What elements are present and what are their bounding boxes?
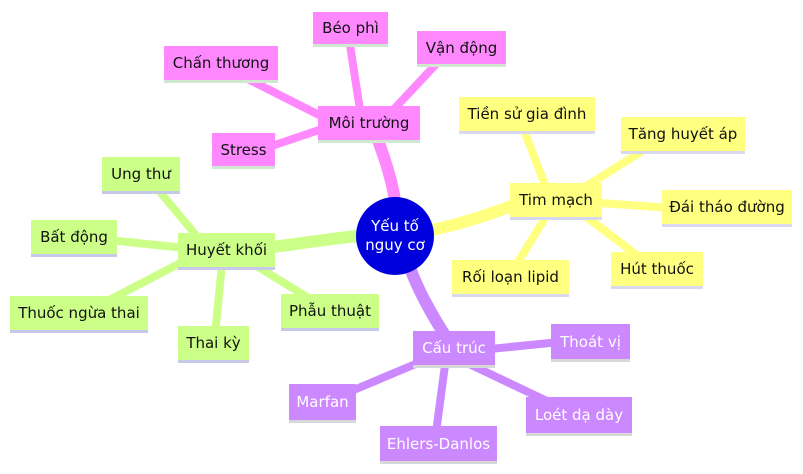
leaf-dyslipidemia[interactable]: Rối loạn lipid [452, 260, 569, 297]
branch-cardio[interactable]: Tim mạch [510, 183, 602, 220]
branch-structural[interactable]: Cấu trúc [413, 331, 495, 368]
link-environment-exercise [391, 56, 444, 112]
link-root-cardio [426, 197, 526, 236]
root-line-1: Yếu tố [371, 217, 419, 235]
leaf-contraceptive[interactable]: Thuốc ngừa thai [10, 296, 148, 333]
leaf-ehlers-danlos[interactable]: Ehlers-Danlos [380, 426, 497, 464]
leaf-exercise[interactable]: Vận động [417, 31, 506, 67]
leaf-smoking[interactable]: Hút thuốc [611, 252, 703, 289]
link-root-structural [404, 262, 454, 346]
leaf-diabetes[interactable]: Đái tháo đường [662, 190, 792, 227]
leaf-trauma[interactable]: Chấn thương [164, 46, 278, 83]
leaf-pregnancy[interactable]: Thai kỳ [178, 326, 249, 363]
root-line-2: nguy cơ [365, 236, 425, 254]
leaf-hypertension[interactable]: Tăng huyết áp [621, 117, 745, 154]
leaf-immobility[interactable]: Bất động [31, 220, 117, 257]
link-root-thrombosis [259, 230, 364, 254]
link-environment-obesity [346, 41, 364, 114]
branch-thrombosis[interactable]: Huyết khối [178, 233, 275, 270]
leaf-obesity[interactable]: Béo phì [313, 12, 388, 47]
root-node[interactable]: Yếu tố nguy cơ [356, 197, 434, 275]
link-thrombosis-pregnancy [211, 260, 226, 339]
leaf-marfan[interactable]: Marfan [289, 384, 356, 423]
leaf-peptic-ulcer[interactable]: Loét dạ dày [526, 397, 632, 436]
branch-environment[interactable]: Môi trường [318, 106, 420, 143]
leaf-family-history[interactable]: Tiền sử gia đình [459, 97, 595, 134]
leaf-stress[interactable]: Stress [212, 133, 275, 169]
leaf-surgery[interactable]: Phẫu thuật [281, 294, 379, 331]
leaf-hernia[interactable]: Thoát vị [551, 324, 630, 362]
leaf-cancer[interactable]: Ung thư [102, 157, 180, 194]
